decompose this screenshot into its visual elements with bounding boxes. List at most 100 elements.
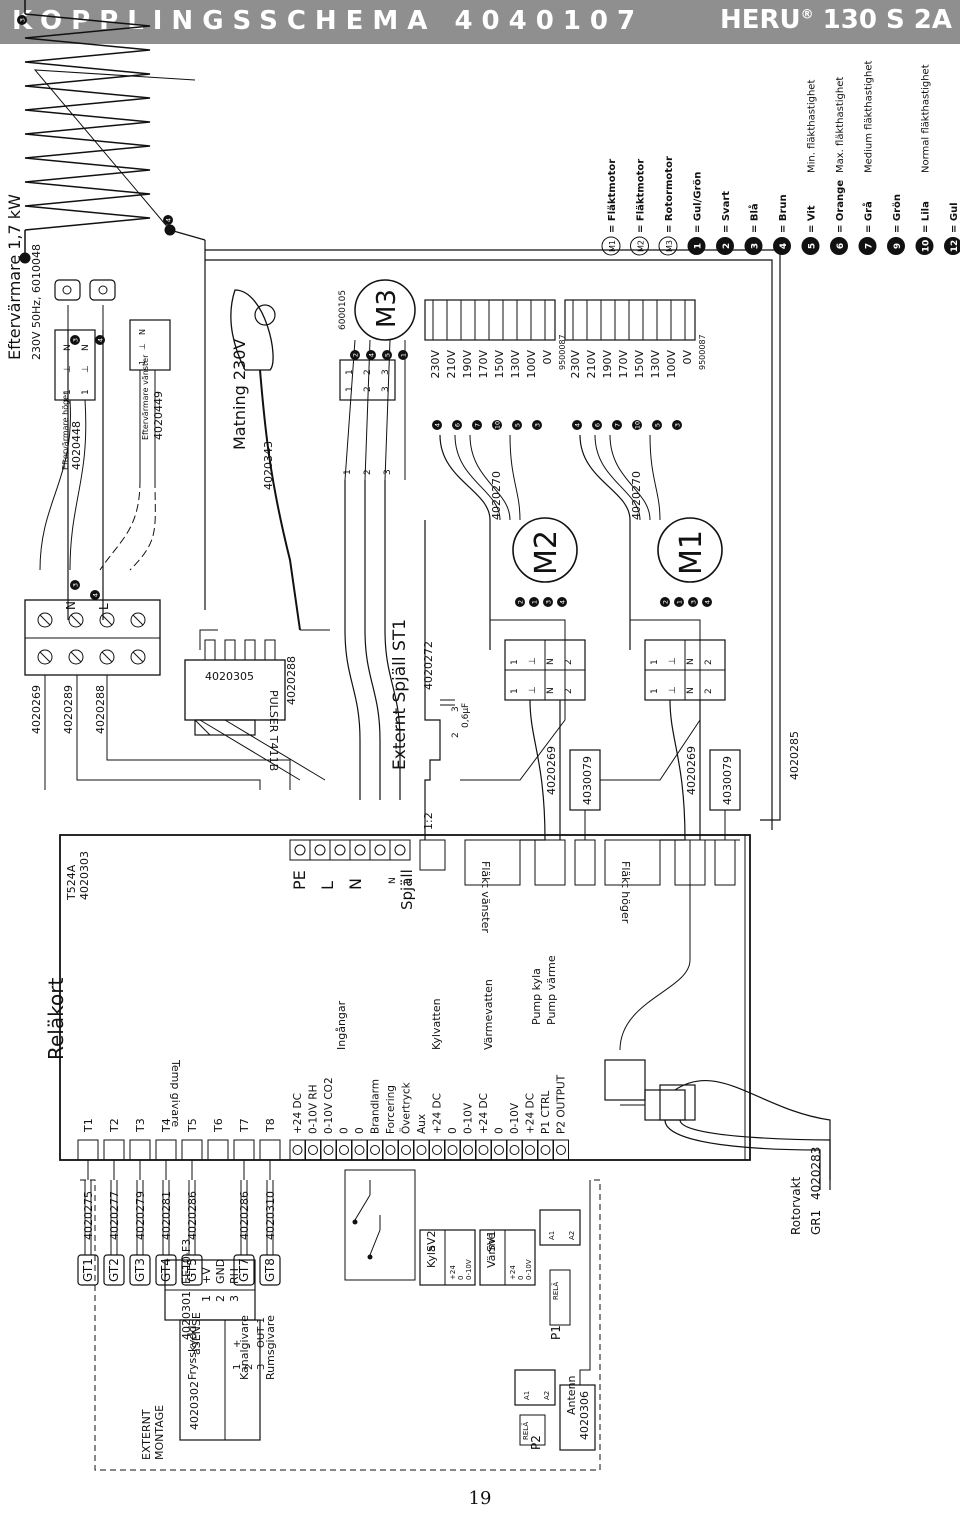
legend-mark: 1 — [694, 243, 704, 249]
transformer-1 — [424, 299, 556, 341]
legend-text: = Svart — [721, 191, 732, 233]
wire-code-badge: 2 — [350, 350, 360, 360]
rotor-plug-pin: 1 — [345, 369, 355, 375]
io-group: Pump värme — [545, 955, 558, 1025]
relay-power-terminal: N — [346, 878, 365, 890]
transformer-tap: 210V — [445, 350, 458, 379]
wire-code-badge: 5 — [652, 420, 662, 430]
transformer-tap: 210V — [585, 350, 598, 379]
rotor-plug-pin: 3 — [381, 369, 391, 375]
header-bar: KOPPLINGSSCHEMA 4040107 HERU® 130 S 2A — [0, 0, 960, 44]
fan-plug-pin: 1 — [650, 688, 660, 694]
transformer-2-part: 9500087 — [698, 334, 707, 370]
sensor-id: GT1 — [81, 1258, 95, 1282]
p2-name: P2 — [529, 1435, 543, 1450]
wire-code-badge: 3 — [532, 420, 542, 430]
svg-text:1: 1 — [676, 600, 684, 604]
sensor-part: 4020310 — [264, 1191, 277, 1240]
rotor-wire-number: 1 — [343, 469, 353, 475]
page-title: KOPPLINGSSCHEMA 4040107 — [12, 6, 645, 36]
fan-m2-label: M2 — [529, 530, 564, 575]
ee10-name: EE10-F3 — [180, 1239, 193, 1284]
io-terminal: 0 — [354, 1127, 366, 1134]
svg-text:2: 2 — [517, 600, 525, 604]
wire-code-badge: 4 — [95, 335, 105, 345]
wire-code-badge: 6 — [592, 420, 602, 430]
rotor-plug-pin: 3 — [381, 386, 391, 392]
fan-right-group: Fläkt höger — [619, 861, 632, 924]
svg-text:6: 6 — [454, 423, 462, 427]
rotor-motor-m3 — [344, 279, 416, 481]
relay-card-title: Reläkort — [44, 978, 68, 1060]
relay-power-terminal: PE — [290, 870, 309, 890]
io-terminal: 0-10V CO2 — [323, 1077, 335, 1134]
fan-m1 — [579, 434, 741, 841]
svg-text:6: 6 — [594, 423, 602, 427]
pulser-part: 4020305 — [205, 670, 254, 683]
heater-plug-pin: ⊥ — [81, 365, 91, 373]
legend-detail: Medium fläkthastighet — [864, 60, 875, 173]
sensor-id: GT5 — [185, 1258, 199, 1282]
fan-plug-pin: 2 — [704, 688, 714, 694]
svg-text:4: 4 — [559, 600, 567, 604]
fan-m1-capacitor: 4030079 — [721, 756, 734, 805]
sv2-sub: Kyla — [425, 1245, 438, 1268]
sensor-id: GT7 — [237, 1258, 251, 1282]
heater-plug-pin: N — [63, 344, 73, 351]
rotor-plug-pin: 2 — [363, 369, 373, 375]
legend-text: = Fläktmotor — [636, 159, 647, 233]
terminal-block-part: 4020288 — [94, 685, 107, 734]
legend-text: = Vit — [807, 205, 818, 233]
fan-plug-pin: 1 — [650, 659, 660, 665]
legend-mark: M1 — [608, 240, 617, 252]
legend-mark: 2 — [722, 243, 732, 249]
wire-code-badge: 7 — [612, 420, 622, 430]
p1-relay — [539, 1209, 581, 1326]
legend-mark: M3 — [665, 240, 674, 252]
svg-text:5: 5 — [384, 353, 392, 357]
sv1-pin: 0-10V — [525, 1259, 533, 1280]
fan-plug-pin: 2 — [704, 659, 714, 665]
damper-wiring — [344, 480, 455, 840]
transformer-1-part: 9500087 — [558, 334, 567, 370]
transformer-tap: 150V — [493, 350, 506, 379]
io-terminal: Brandlarm — [370, 1079, 382, 1134]
thermostat-2 — [89, 279, 116, 301]
heater-spec: 230V 50Hz, 6010048 — [30, 244, 43, 360]
io-terminal: +24 DC — [478, 1093, 490, 1134]
sv2-valve — [419, 1229, 476, 1286]
sensor-part: 4020281 — [160, 1191, 173, 1240]
asense-part: 4020302 — [188, 1381, 201, 1430]
damper-capacitor: 0,6μF — [461, 703, 471, 728]
external-frame — [80, 1179, 601, 1471]
sensor-id: GT3 — [133, 1258, 147, 1282]
sensor-terminal: T4 — [160, 1118, 173, 1133]
sensor-part: 4020277 — [108, 1191, 121, 1240]
wire-code-badge: 1 — [674, 597, 684, 607]
io-group: Pump kyla — [530, 968, 543, 1025]
ee10-row-label: GND — [214, 1259, 227, 1284]
wire-code-badge: 5 — [382, 350, 392, 360]
thermostat-1 — [54, 279, 81, 301]
p1-a1: A1 — [548, 1231, 556, 1240]
svg-text:4: 4 — [165, 218, 173, 222]
sensor-part: 4020279 — [134, 1191, 147, 1240]
io-terminal: +24 DC — [525, 1093, 537, 1134]
sensor-id: GT2 — [107, 1258, 121, 1282]
legend-text: = Orange — [835, 180, 846, 233]
rotor-guard-label: Rotorvakt — [789, 1176, 803, 1235]
transformer-tap: 100V — [525, 350, 538, 379]
p1-a2: A2 — [568, 1231, 576, 1240]
legend-detail: Normal fläkthastighet — [921, 64, 932, 173]
damper-part: 4020272 — [422, 641, 435, 690]
sensor-desc: Kanalgivare — [238, 1315, 251, 1380]
wire-code-badge: 3 — [70, 580, 80, 590]
heater-left-label: Eftervärmare vänster — [141, 354, 150, 440]
asense-row-pin: 2 — [244, 1364, 255, 1370]
io-group: Ingångar — [335, 1000, 348, 1050]
rotor-motor-part: 6000105 — [338, 290, 348, 330]
rotor-plug-pin: 1 — [345, 386, 355, 392]
fan-plug-pin: N — [546, 687, 556, 694]
asense-row-pin: 1 — [232, 1364, 243, 1370]
transformer-tap: 170V — [477, 350, 490, 379]
